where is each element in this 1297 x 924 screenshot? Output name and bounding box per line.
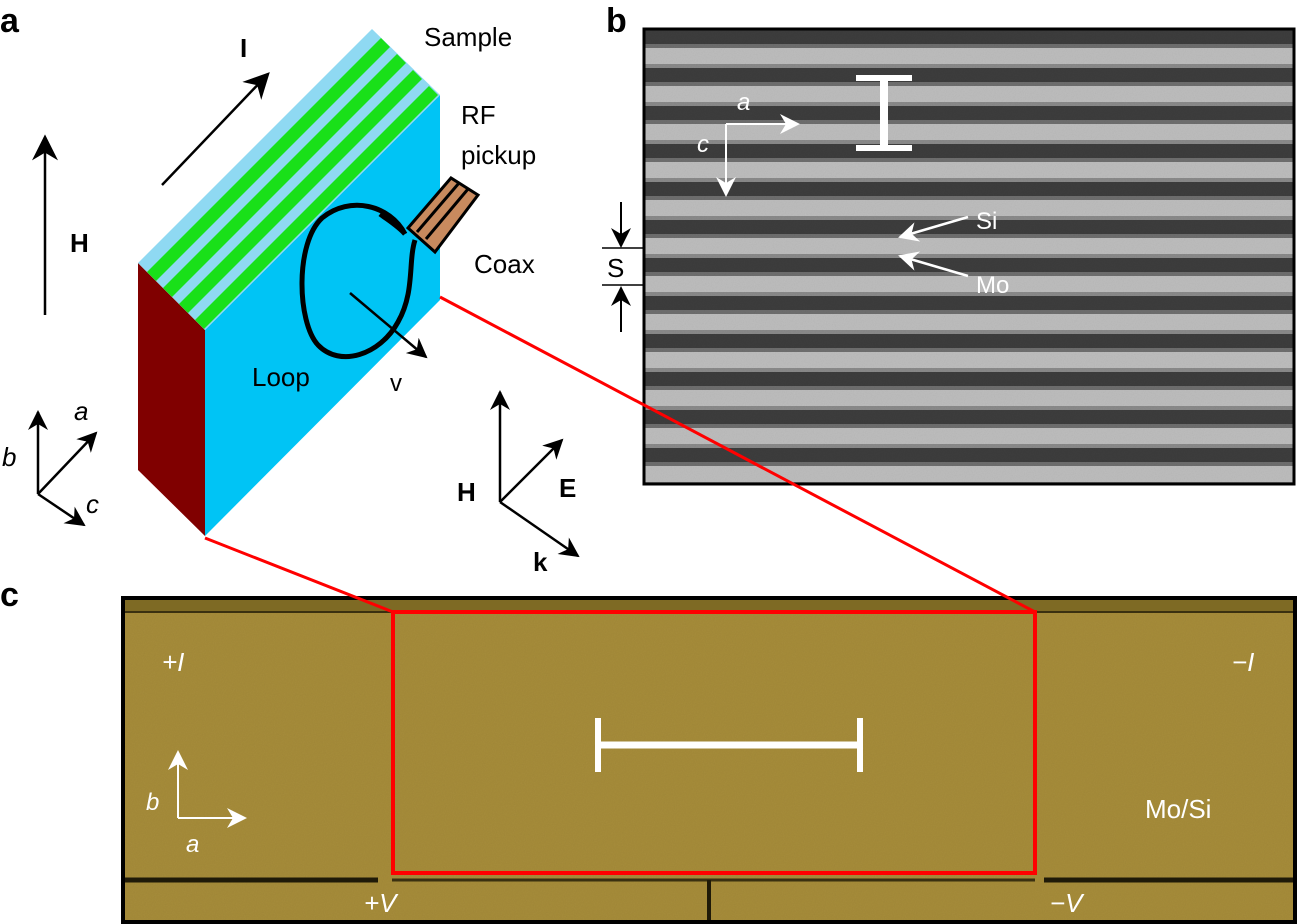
period-label: S: [607, 253, 624, 283]
axis-label-a: a: [74, 396, 88, 426]
pickup-loop: [299, 202, 418, 360]
zoom-frame: [391, 610, 1037, 875]
sample-label: Sample: [424, 22, 512, 52]
velocity-arrow: [349, 292, 428, 359]
tem-axis-c: c: [697, 131, 709, 158]
tem-image-panel: a c Si Mo: [642, 27, 1296, 486]
tem-axis-a: a: [737, 89, 750, 116]
wave-label-k: k: [533, 547, 548, 577]
zoom-line-left: [204, 536, 394, 614]
sample-front-face: [205, 95, 440, 536]
mo-label: Mo: [976, 272, 1009, 299]
micrograph-scale-bar: [595, 718, 863, 772]
panel-letter-c: c: [0, 576, 19, 614]
wave-label-E: E: [559, 473, 576, 503]
zoom-line-right: [439, 295, 1036, 614]
micrograph-axis-b: b: [146, 789, 159, 816]
mo-arrow: [898, 251, 969, 278]
si-arrow: [898, 215, 969, 242]
wave-axes: H E k: [457, 390, 580, 577]
axis-label-c: c: [86, 489, 99, 519]
si-label: Si: [976, 208, 997, 235]
minus-i-label: −I: [1232, 647, 1254, 677]
coax-label: Coax: [474, 249, 535, 279]
micrograph-panel: +I −I Mo/Si +V −V b a: [121, 596, 1297, 924]
crystal-axes: a b c: [2, 396, 99, 527]
panel-letter-b: b: [606, 2, 627, 40]
micrograph-axes: b a: [146, 750, 247, 858]
panel-letter-a: a: [0, 2, 20, 40]
field-label: H: [70, 228, 89, 258]
plus-i-label: +I: [162, 647, 184, 677]
period-indicator: S: [602, 202, 644, 332]
wave-label-H: H: [457, 477, 476, 507]
coax-connector: [405, 176, 481, 255]
velocity-label: v: [390, 370, 402, 397]
tem-image: [644, 29, 1294, 484]
minus-v-label: −V: [1050, 888, 1085, 918]
tem-axes: a c: [697, 89, 800, 197]
axis-label-b: b: [2, 442, 16, 472]
current-label: I: [240, 33, 247, 63]
plus-v-label: +V: [364, 888, 399, 918]
material-label: Mo/Si: [1145, 794, 1211, 824]
micrograph-film: [123, 598, 1295, 922]
micrograph-axis-a: a: [186, 831, 199, 858]
rf-label-line1: RF: [461, 100, 496, 130]
rf-label-line2: pickup: [461, 140, 536, 170]
current-arrow: [161, 72, 270, 186]
sample-top-face: [138, 29, 440, 330]
sample-block: [138, 29, 440, 536]
tem-scale-bar: [856, 75, 912, 151]
sample-side-face: [138, 263, 205, 536]
loop-label: Loop: [252, 362, 310, 392]
